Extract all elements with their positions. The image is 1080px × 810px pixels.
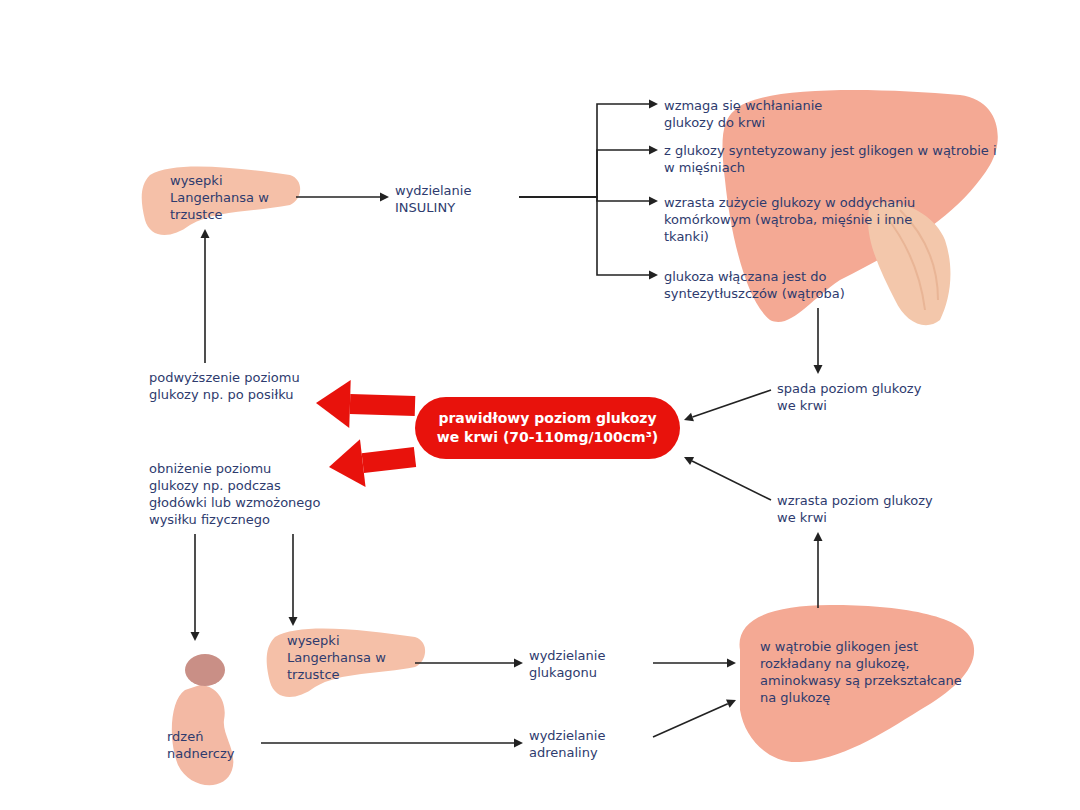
flow-arrow [814, 532, 823, 608]
flow-step: z glukozy syntetyzowany jest glikogen w … [662, 140, 1002, 178]
flow-arrow [519, 197, 658, 280]
flow-step: w wątrobie glikogen jest rozkładany na g… [740, 612, 965, 708]
step-text: prawidłowy poziom glukozy we krwi (70-11… [429, 409, 666, 447]
flow-step: wzmaga się wchłanianie glukozy do krwi [662, 95, 857, 133]
flow-step: spada poziom glukozy we krwi [775, 378, 935, 416]
flow-arrow [684, 457, 771, 500]
step-text: wydzielanie adrenaliny [529, 727, 647, 761]
step-text: wzrasta zużycie glukozy w oddychaniu kom… [664, 194, 925, 245]
arrow-head [649, 271, 658, 280]
flow-step: wzrasta zużycie glukozy w oddychaniu kom… [662, 192, 927, 247]
arrow-head [726, 700, 736, 708]
arrow-head [329, 439, 366, 487]
step-text: w wątrobie glikogen jest rozkładany na g… [760, 638, 963, 706]
arrow-line [204, 238, 206, 363]
step-text: glukoza włączana jest do syntezytłuszczó… [664, 268, 865, 302]
step-text: z glukozy syntetyzowany jest glikogen w … [664, 142, 1000, 176]
flow-arrow [289, 534, 298, 626]
step-text: podwyższenie poziomu glukozy np. po posi… [149, 369, 310, 403]
arrow-line [692, 461, 771, 500]
adrenal-illustration [185, 654, 225, 686]
flow-arrow [519, 100, 658, 198]
arrow-line [653, 662, 727, 664]
flow-arrow [653, 700, 736, 737]
step-text: wysepki Langerhansa w trzustce [287, 632, 409, 683]
arrow-head [201, 229, 210, 238]
arrow-head [514, 739, 523, 748]
arrow-head [649, 146, 658, 155]
arrow-line [296, 196, 380, 198]
flow-step: glukoza włączana jest do syntezytłuszczó… [662, 266, 867, 304]
arrow-head [727, 659, 736, 668]
flow-step: wysepki Langerhansa w trzustce [285, 630, 411, 685]
arrow-head [316, 380, 351, 428]
step-text: rdzeń nadnerczy [167, 728, 255, 762]
arrow-head [289, 617, 298, 626]
arrow-head [191, 632, 200, 641]
flow-step: obniżenie poziomu glukozy np. podczas gł… [147, 458, 325, 530]
step-text: obniżenie poziomu glukozy np. podczas gł… [149, 460, 323, 528]
flow-arrow [191, 534, 200, 641]
arrow-head [514, 659, 523, 668]
thick-red-arrow [316, 380, 415, 428]
step-text: wzmaga się wchłanianie glukozy do krwi [664, 97, 855, 131]
flow-step: wydzielanie adrenaliny [527, 725, 649, 763]
flow-step: wydzielanie INSULINY [393, 180, 515, 218]
target-range-box: prawidłowy poziom glukozy we krwi (70-11… [415, 397, 680, 459]
flow-arrow [814, 308, 823, 374]
flow-arrow [653, 659, 736, 668]
arrow-head [814, 532, 823, 541]
arrow-line [519, 150, 649, 197]
pancreas-illustration [142, 166, 300, 235]
flow-step: wysepki Langerhansa w trzustce [168, 170, 292, 225]
step-text: spada poziom glukozy we krwi [777, 380, 933, 414]
step-text: wydzielanie INSULINY [395, 182, 513, 216]
flow-step: podwyższenie poziomu glukozy np. po posi… [147, 367, 312, 405]
arrow-head [649, 197, 658, 206]
arrow-head [380, 193, 389, 202]
flow-arrow [519, 146, 658, 198]
pancreas-illustration [267, 628, 425, 697]
flow-arrow [261, 739, 523, 748]
liver-illustration [740, 605, 975, 762]
arrow-line [817, 308, 819, 365]
arrow-line [415, 662, 514, 664]
arrow-line [261, 742, 514, 744]
arrow-line [292, 534, 294, 617]
flow-arrow [684, 390, 771, 421]
arrow-head [684, 457, 694, 465]
flow-arrow [519, 197, 658, 206]
flow-step: wzrasta poziom glukozy we krwi [775, 490, 935, 528]
step-text: wzrasta poziom glukozy we krwi [777, 492, 933, 526]
arrow-line [817, 541, 819, 608]
arrow-line [693, 390, 771, 417]
step-text: wysepki Langerhansa w trzustce [170, 172, 290, 223]
flow-arrow [296, 193, 389, 202]
arrow-line [519, 197, 649, 275]
arrow-line [194, 534, 196, 632]
arrow-line [653, 704, 728, 737]
step-text: wydzielanie glukagonu [529, 647, 647, 681]
flow-arrow [415, 659, 523, 668]
arrow-line [519, 104, 649, 197]
arrow-head [814, 365, 823, 374]
flow-step: wydzielanie glukagonu [527, 645, 649, 683]
arrow-head [684, 413, 694, 422]
arrow-head [649, 100, 658, 109]
flow-step: rdzeń nadnerczy [165, 645, 257, 764]
flow-arrow [201, 229, 210, 363]
arrow-line [363, 457, 415, 463]
thick-red-arrow [329, 439, 415, 487]
arrow-line [350, 404, 415, 406]
